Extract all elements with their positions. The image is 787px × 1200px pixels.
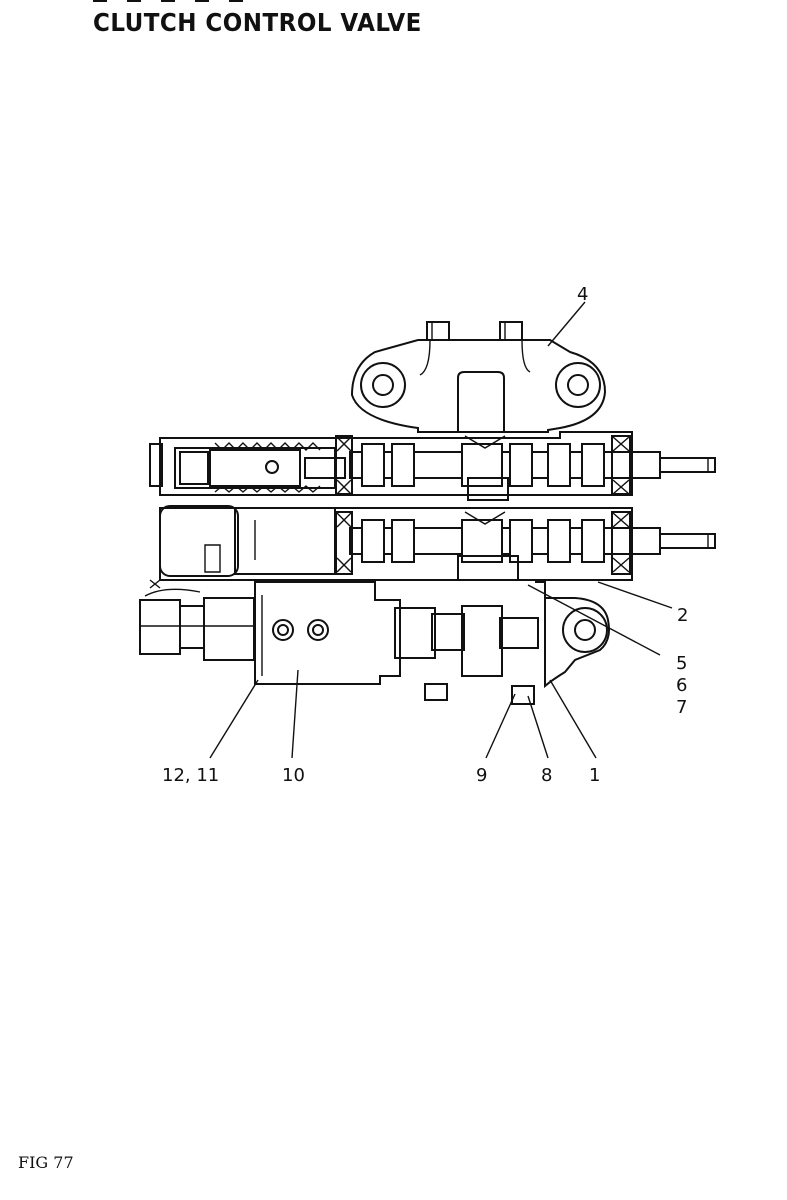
lower-spool-housing <box>159 505 716 581</box>
callout-1: 1 <box>589 765 600 786</box>
callout-8: 8 <box>541 765 552 786</box>
page-title: CLUTCH CONTROL VALVE <box>93 8 422 37</box>
callout-10: 10 <box>282 765 305 786</box>
title-top-fragment <box>93 0 293 2</box>
callout-6: 6 <box>676 675 687 696</box>
upper-spool-housing <box>149 431 716 501</box>
callout-9: 9 <box>476 765 487 786</box>
callout-7: 7 <box>676 697 687 718</box>
callout-12-11: 12, 11 <box>162 765 219 786</box>
mounting-bracket <box>350 321 607 433</box>
leader-lines <box>209 301 673 759</box>
figure-label: FIG 77 <box>18 1153 74 1172</box>
callout-5: 5 <box>676 653 687 674</box>
callout-4: 4 <box>577 284 588 305</box>
left-fittings <box>139 579 255 661</box>
callout-2: 2 <box>677 605 688 626</box>
